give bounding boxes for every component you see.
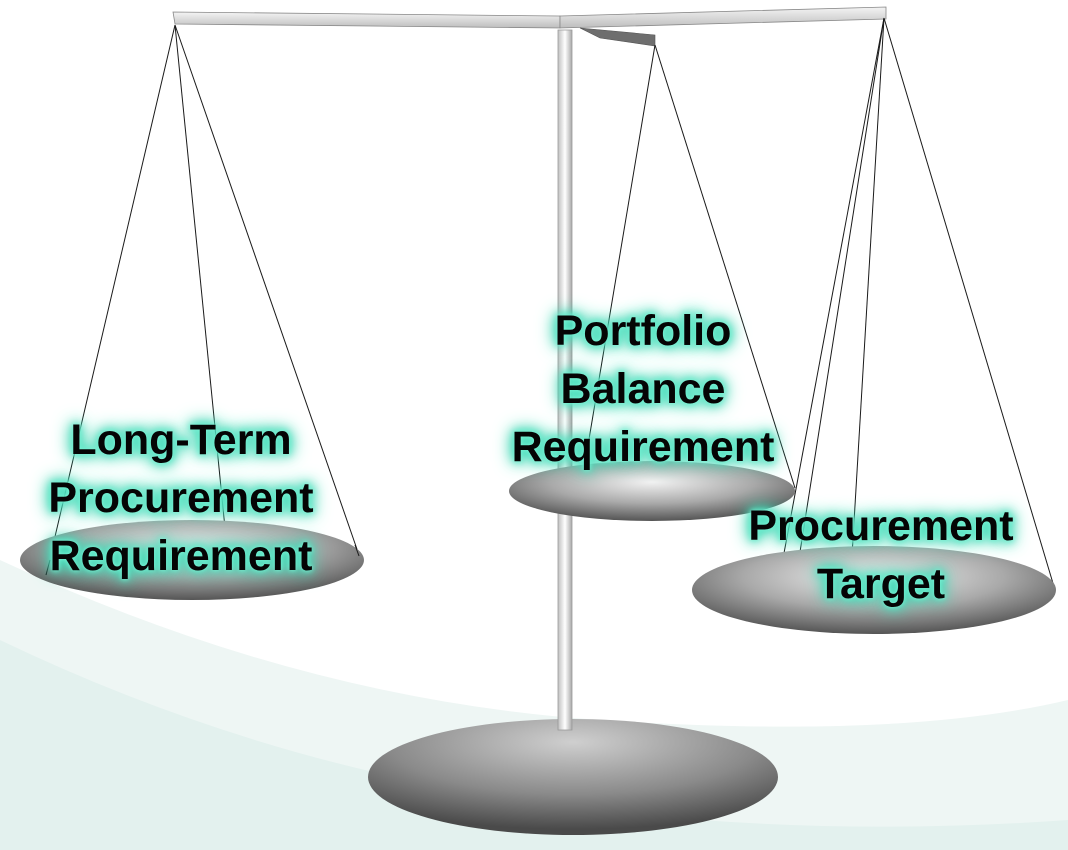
- right-pan: [692, 546, 1056, 634]
- middle-pan: [509, 461, 795, 521]
- scale-pole: [557, 29, 573, 731]
- label-line: Balance: [560, 365, 726, 413]
- left-pan: [20, 520, 364, 600]
- label-line: Procurement: [48, 474, 314, 522]
- label-line: Requirement: [49, 532, 313, 580]
- label-line: Portfolio: [554, 307, 732, 355]
- middle-pan-strings: [577, 44, 796, 506]
- label-line: Target: [816, 560, 946, 608]
- background-sweep: [0, 560, 1068, 850]
- label-line: Procurement: [748, 502, 1014, 550]
- label-line: Long-Term: [70, 416, 292, 464]
- label-portfolio-balance-requirement: Portfolio Balance Requirement: [478, 302, 808, 476]
- scale-beam: [172, 6, 887, 47]
- right-pan-strings: [772, 17, 1056, 613]
- left-pan-strings: [45, 24, 360, 576]
- label-long-term-procurement-requirement: Long-Term Procurement Requirement: [16, 411, 346, 585]
- front-strings: [45, 544, 360, 576]
- label-procurement-target: Procurement Target: [716, 497, 1046, 613]
- scale-base: [368, 719, 778, 835]
- label-line: Requirement: [511, 423, 775, 471]
